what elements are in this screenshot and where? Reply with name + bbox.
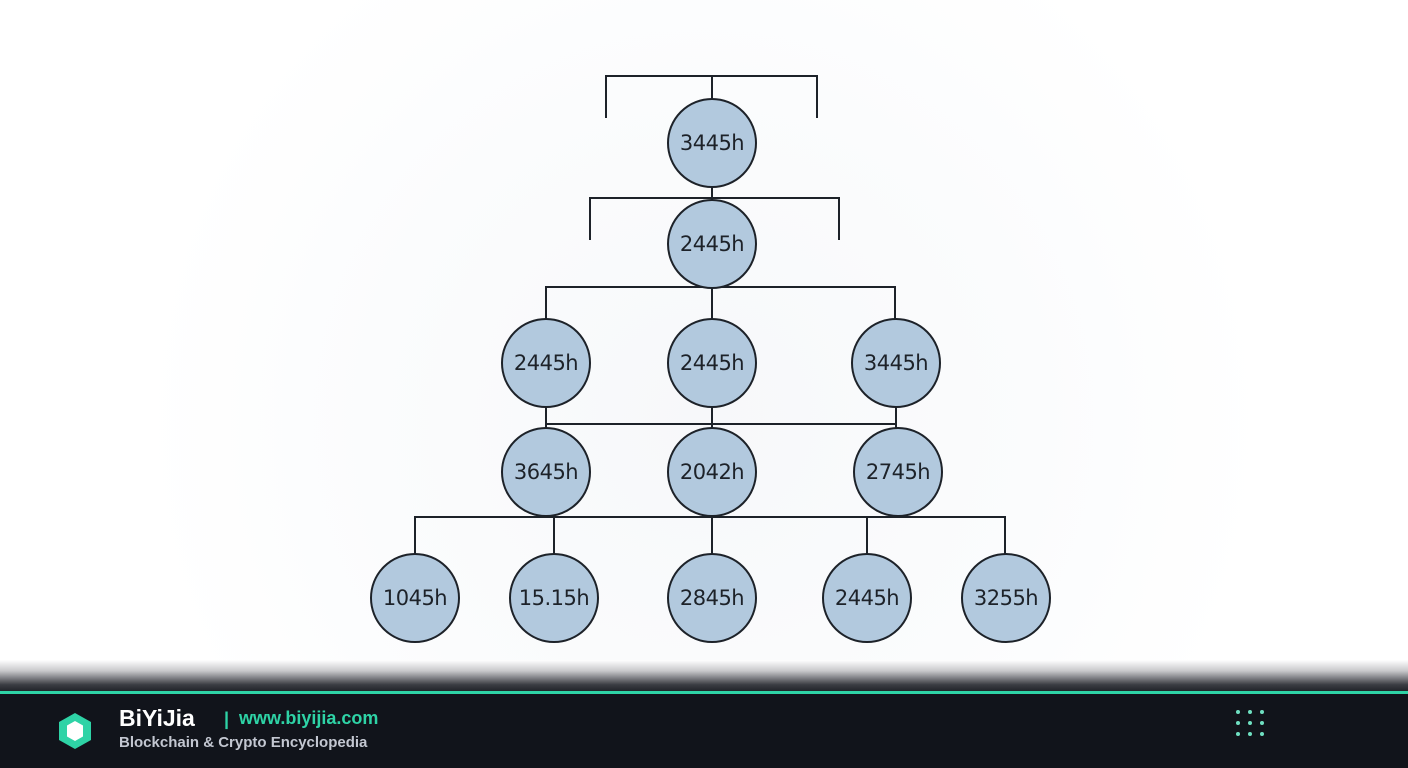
node-label: 1045h bbox=[383, 586, 447, 610]
level2-bracket bbox=[589, 187, 840, 240]
root-bracket bbox=[605, 75, 818, 118]
node-circle bbox=[370, 553, 460, 643]
node-label: 2445h bbox=[514, 351, 578, 375]
node-circle bbox=[853, 427, 943, 517]
tree-node: 2445h bbox=[667, 199, 757, 289]
node-label: 15.15h bbox=[519, 586, 589, 610]
node-label: 2845h bbox=[680, 586, 744, 610]
node-label: 3445h bbox=[864, 351, 928, 375]
node-circle bbox=[851, 318, 941, 408]
node-circle bbox=[501, 318, 591, 408]
hexagon-logo-icon bbox=[59, 713, 91, 749]
tree-node: 2042h bbox=[667, 427, 757, 517]
node-circle bbox=[667, 318, 757, 408]
node-label: 3445h bbox=[680, 131, 744, 155]
grid-dots-icon[interactable] bbox=[1236, 710, 1266, 740]
tree-node: 15.15h bbox=[509, 553, 599, 643]
tree-diagram: 3445h 2445h 2445h 2445h 3445h 3645h 2042h 2745h… bbox=[370, 75, 1051, 643]
node-label: 2445h bbox=[680, 232, 744, 256]
node-label: 3255h bbox=[974, 586, 1038, 610]
tree-node: 2445h bbox=[667, 318, 757, 408]
tree-node: 3645h bbox=[501, 427, 591, 517]
brand-name: BiYiJia bbox=[119, 705, 195, 731]
node-label: 3645h bbox=[514, 460, 578, 484]
diagram-canvas: 3445h 2445h 2445h 2445h 3445h 3645h 2042h 2745h… bbox=[0, 0, 1408, 668]
node-circle bbox=[961, 553, 1051, 643]
tree-node: 1045h bbox=[370, 553, 460, 643]
node-circle bbox=[667, 199, 757, 289]
node-circle bbox=[501, 427, 591, 517]
node-label: 2445h bbox=[835, 586, 899, 610]
tree-node: 3255h bbox=[961, 553, 1051, 643]
node-label: 2745h bbox=[866, 460, 930, 484]
tree-node: 3445h bbox=[851, 318, 941, 408]
tree-node: 2845h bbox=[667, 553, 757, 643]
node-circle bbox=[822, 553, 912, 643]
tree-node: 2445h bbox=[501, 318, 591, 408]
brand-tagline: Blockchain & Crypto Encyclopedia bbox=[119, 734, 368, 751]
tree-node: 2445h bbox=[822, 553, 912, 643]
edge-level3-level4 bbox=[545, 407, 897, 428]
footer-shadow bbox=[0, 660, 1408, 691]
node-circle bbox=[667, 98, 757, 188]
node-circle bbox=[667, 553, 757, 643]
node-circle bbox=[509, 553, 599, 643]
tree-node: 3445h bbox=[667, 98, 757, 188]
footer-bar: BiYiJia | www.biyijia.com Blockchain & C… bbox=[0, 691, 1408, 768]
edge-level2-level3 bbox=[545, 286, 896, 319]
node-label: 2042h bbox=[680, 460, 744, 484]
node-label: 2445h bbox=[680, 351, 744, 375]
node-circle bbox=[667, 427, 757, 517]
edge-level4-level5 bbox=[414, 516, 1006, 554]
tree-node: 2745h bbox=[853, 427, 943, 517]
site-url-link[interactable]: www.biyijia.com bbox=[239, 708, 379, 728]
brand-separator: | bbox=[224, 709, 230, 729]
